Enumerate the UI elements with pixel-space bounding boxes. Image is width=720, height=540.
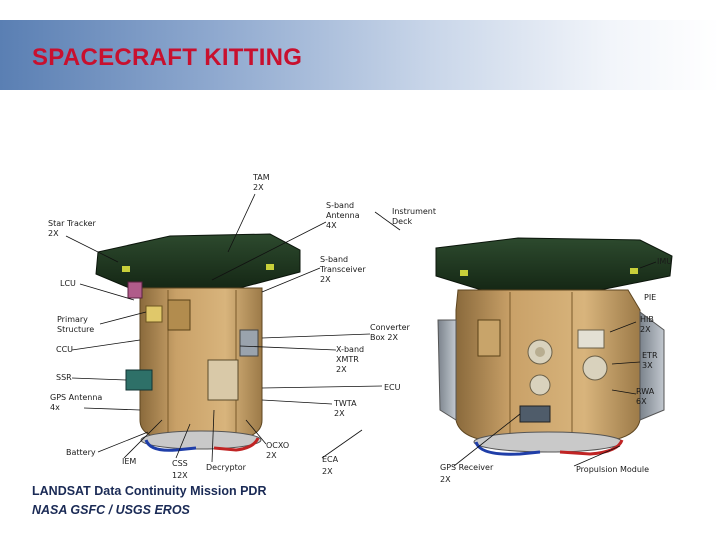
callout-hib [609, 321, 637, 333]
label-pie: PIE [644, 293, 656, 302]
label-battery: Battery [66, 448, 96, 457]
callout-imu [639, 261, 657, 269]
hib-box [577, 329, 605, 349]
right-ring-blue [474, 441, 541, 456]
callout-star-tracker [65, 235, 119, 263]
left-deck-marker [122, 266, 130, 272]
primary-structure-box [145, 305, 163, 323]
callout-s-band-antenna [211, 221, 327, 281]
label-lcu: LCU [60, 279, 76, 288]
callout-lcu [79, 283, 135, 301]
callout-twta [261, 399, 333, 405]
right-deck-marker [460, 270, 468, 276]
callout-x-band [239, 345, 337, 351]
side-module-left [437, 319, 457, 421]
callout-gps-antenna [83, 407, 141, 411]
left-adapter-ring [140, 430, 262, 450]
label-decryptor: Decryptor [206, 463, 247, 472]
twta-box [207, 359, 239, 401]
label-ccu: CCU [56, 345, 73, 354]
left-ring-blue [144, 439, 197, 452]
reaction-wheel [529, 374, 551, 396]
gps-receiver-box [519, 405, 551, 423]
callout-propulsion [573, 445, 621, 467]
side-module-right [639, 311, 665, 421]
callout-rwa [611, 389, 637, 395]
mission-caption: LANDSAT Data Continuity Mission PDR [32, 484, 267, 498]
callout-gps-receiver [453, 413, 521, 467]
star-tracker [127, 281, 143, 299]
left-ring-red [213, 437, 260, 452]
reaction-wheel-hub [535, 347, 545, 357]
page-title: SPACECRAFT KITTING [32, 44, 303, 71]
callout-ssr [71, 377, 127, 381]
left-instrument-deck [95, 233, 301, 291]
callout-converter-box [261, 333, 371, 339]
callout-s-band-transceiver [261, 267, 321, 293]
label-ecu: ECU [384, 383, 401, 392]
label-propulsion-module: Propulsion Module [576, 465, 649, 474]
label-iem: IEM [122, 457, 136, 466]
right-deck-marker [630, 268, 638, 274]
right-spacecraft [435, 237, 673, 456]
callout-ecu [261, 385, 383, 389]
callout-battery [97, 431, 149, 453]
callout-css [175, 423, 191, 459]
reaction-wheel [582, 355, 608, 381]
left-spacecraft [95, 233, 301, 452]
left-deck-marker [266, 264, 274, 270]
callout-lines [65, 193, 657, 467]
lcu-box [167, 299, 191, 331]
callout-iem [123, 419, 163, 459]
ssr-box [125, 369, 153, 391]
title-banner [0, 20, 720, 90]
callout-instrument-deck [374, 211, 401, 231]
callout-decryptor [211, 409, 215, 463]
callout-ccu [71, 339, 141, 351]
callout-etr [611, 361, 641, 365]
xmtr-box [239, 329, 259, 357]
callout-tam [227, 193, 256, 253]
right-adapter-ring [473, 431, 623, 453]
agency-caption: NASA GSFC / USGS EROS [32, 503, 190, 517]
callout-ocxo [245, 419, 267, 445]
callout-eca [321, 429, 363, 459]
label-ssr: SSR [56, 373, 72, 382]
right-instrument-deck [435, 237, 673, 293]
callout-primary-structure [99, 311, 147, 325]
converter-box [477, 319, 501, 357]
label-imu: IMU [657, 257, 672, 266]
